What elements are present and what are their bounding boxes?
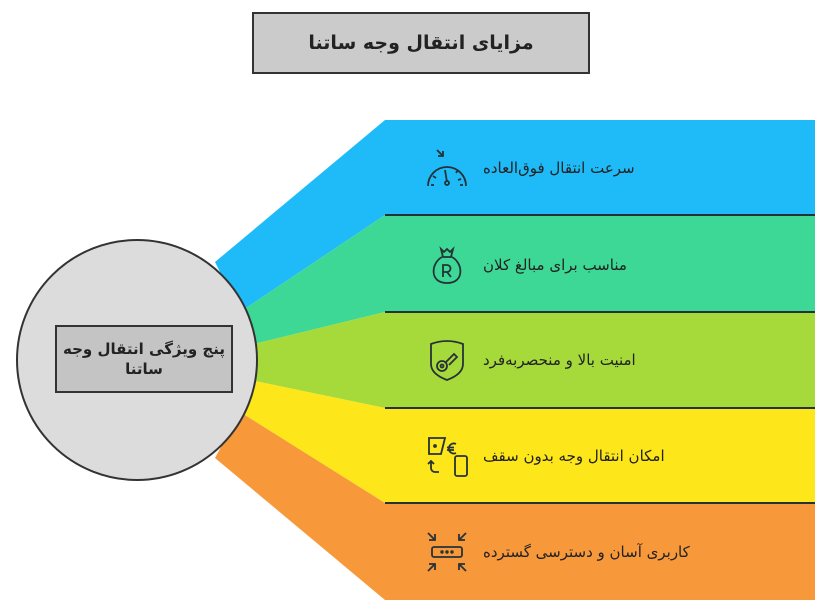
- compress-arrows-icon: [427, 532, 467, 572]
- band-lime: [250, 312, 815, 408]
- money-bag-icon: [432, 246, 462, 284]
- feature-ease-of-use: کاربری آسان و دسترسی گسترده: [425, 522, 755, 582]
- feature-speed: سرعت انتقال فوق‌العاده: [425, 138, 755, 198]
- feature-label: امنیت بالا و منحصربه‌فرد: [483, 351, 636, 369]
- feature-no-limit: امکان انتقال وجه بدون سقف: [425, 426, 755, 486]
- feature-large-amounts: مناسب برای مبالغ کلان: [425, 235, 755, 295]
- feature-security: امنیت بالا و منحصربه‌فرد: [425, 330, 755, 390]
- speedometer-icon: [427, 149, 467, 187]
- feature-label: امکان انتقال وجه بدون سقف: [483, 447, 665, 465]
- feature-label: کاربری آسان و دسترسی گسترده: [483, 543, 690, 561]
- band-blue: [215, 120, 815, 312]
- band-green: [240, 215, 815, 345]
- band-dividers: [385, 214, 815, 504]
- band-yellow: [240, 380, 815, 503]
- diagram-title: مزایای انتقال وجه ساتنا: [252, 12, 590, 74]
- feature-label: سرعت انتقال فوق‌العاده: [483, 159, 635, 177]
- band-orange: [215, 412, 815, 600]
- feature-label: مناسب برای مبالغ کلان: [483, 256, 627, 274]
- shield-key-icon: [430, 340, 464, 381]
- currency-transfer-icon: [427, 437, 468, 477]
- center-label: پنج ویژگی انتقال وجه ساتنا: [55, 325, 233, 393]
